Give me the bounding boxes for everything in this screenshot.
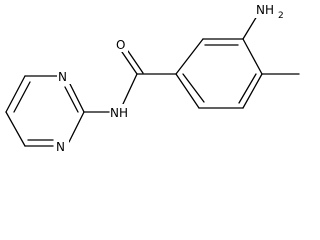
bond-pyr-n3-c2 (68, 111, 85, 143)
amine-subscript: 2 (278, 11, 284, 21)
amine-text: NH (256, 3, 274, 17)
bond-carbonyl-amide-n (122, 73, 138, 105)
bond-ring-c6-c1 (175, 73, 200, 109)
bond-carbonyl-o-double (127, 50, 144, 74)
bond-pyr-c6-c5-inner (13, 81, 31, 113)
molecule-drawing: NH 2 O NH (0, 0, 306, 155)
benzene-ring (175, 38, 263, 109)
background (0, 0, 306, 155)
pyrimidine-n-lower-label: N (55, 138, 69, 154)
bond-ring-c3-c4 (242, 38, 263, 75)
amine-label: NH 2 (253, 1, 285, 21)
oxygen-text: O (116, 38, 125, 52)
bond-c3-amine (242, 15, 258, 40)
bond-carbonyl-o (121, 51, 138, 75)
bond-ring-c4-c5 (242, 73, 263, 109)
bond-pyr-c5-c4 (5, 111, 26, 147)
carbonyl-oxygen-label: O (114, 36, 128, 52)
pyrimidine-n-upper-label: N (57, 68, 71, 84)
bond-pyr-c2-n1-inner (64, 86, 79, 113)
bond-pyr-c2-n1 (68, 81, 85, 113)
bond-ring-c6-c1-inner (182, 73, 205, 103)
pyrimidine-n-lower-text: N (56, 140, 65, 154)
pyrimidine-n-upper-text: N (58, 70, 67, 84)
bond-ring-c4-c5-inner (238, 73, 257, 104)
structure-canvas: NH 2 O NH (0, 0, 306, 155)
amide-nh-label: NH (108, 104, 134, 120)
bond-pyr-c6-c5 (5, 75, 26, 113)
bond-ring-c1-c2 (175, 38, 204, 75)
amide-nh-text: NH (110, 106, 128, 120)
pyrimidine-ring (5, 75, 85, 147)
